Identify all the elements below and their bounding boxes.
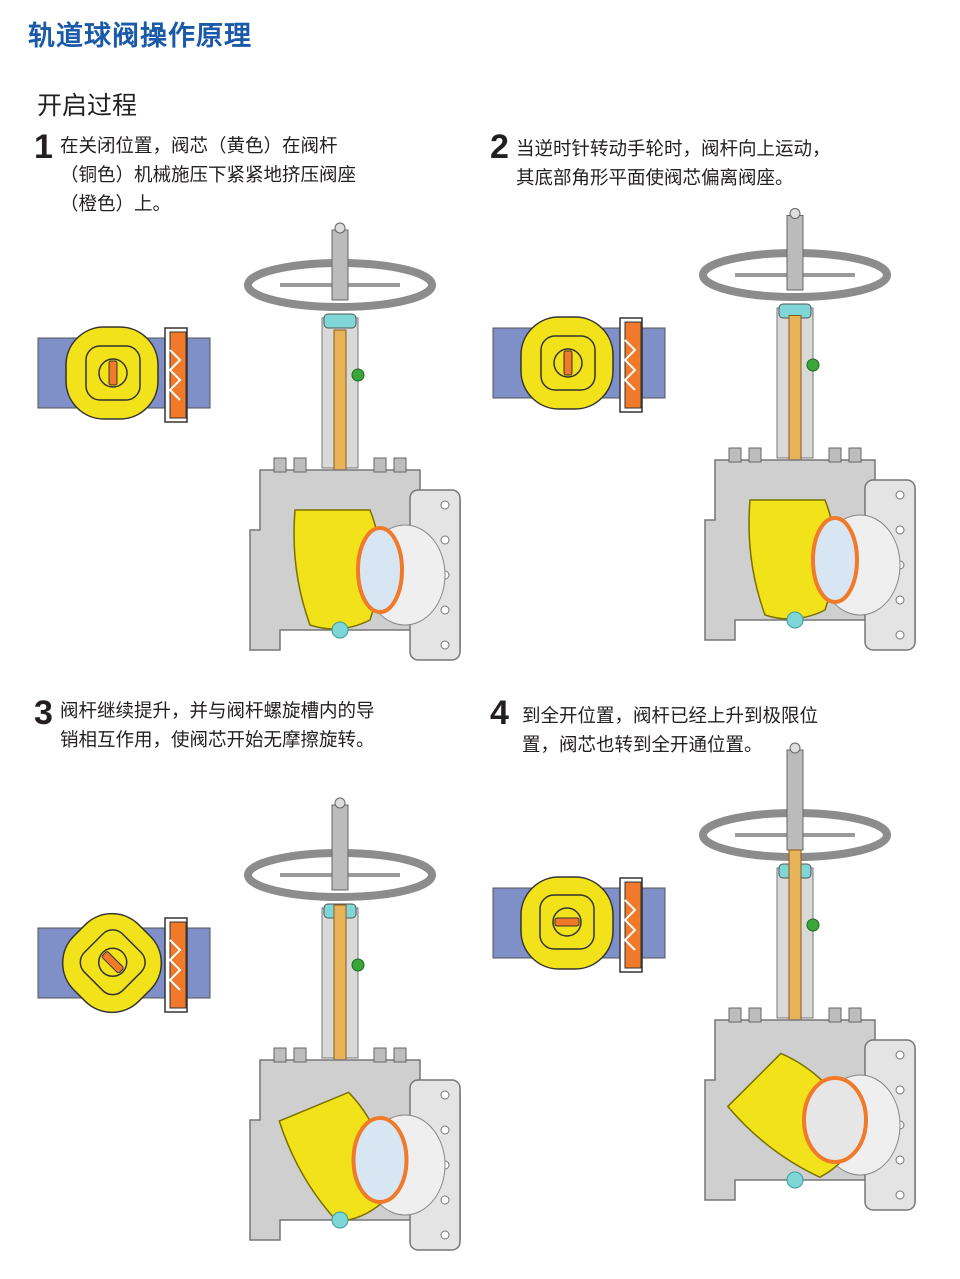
page-title: 轨道球阀操作原理 — [28, 21, 252, 52]
valve-illustration — [37, 797, 461, 1251]
bonnet-bolt — [848, 1007, 862, 1023]
flange-bolt-hole — [895, 1085, 905, 1095]
guide-pin — [806, 918, 820, 932]
step-description: 阀杆继续提升，并与阀杆螺旋槽内的导 销相互作用，使阀芯开始无摩擦旋转。 — [60, 701, 375, 751]
stem-cap — [334, 797, 346, 809]
seat-ring — [624, 321, 642, 409]
bonnet-bolt — [828, 447, 842, 463]
step-description: 到全开位置，阀杆已经上升到极限位 置，阀芯也转到全开通位置。 — [522, 706, 819, 756]
ball-seat-diagram — [492, 316, 666, 413]
bonnet-bolt — [373, 457, 387, 473]
ball-group — [520, 316, 614, 410]
bonnet-bolt — [728, 447, 742, 463]
stem-indicator — [786, 215, 804, 291]
step-number: 3 — [34, 694, 53, 732]
ball-bore-outline — [540, 335, 596, 391]
flange-bolt-hole — [440, 605, 450, 615]
ball-group — [61, 912, 163, 1014]
bonnet-bolt — [728, 1007, 742, 1023]
flange-bolt-hole — [895, 1155, 905, 1165]
seat-spring — [623, 899, 637, 951]
seat-ring — [169, 921, 187, 1009]
ball-group — [520, 876, 614, 970]
bonnet-bolt — [273, 457, 287, 473]
bonnet-bolt — [828, 1007, 842, 1023]
stem-cap — [789, 742, 801, 754]
step-description: 在关闭位置，阀芯（黄色）在阀杆 （铜色）机械施压下紧紧地挤压阀座 （橙色）上。 — [60, 136, 357, 215]
body-seat — [356, 526, 404, 614]
bonnet-bolt — [373, 1047, 387, 1063]
ball-group — [65, 326, 159, 420]
bonnet-bolt — [393, 457, 407, 473]
flange-bolt-hole — [440, 1195, 450, 1205]
ball-seat-diagram — [37, 326, 211, 423]
ball-slot — [563, 350, 573, 376]
bonnet-bolt — [748, 447, 762, 463]
valve-stem — [333, 904, 347, 1086]
ball-slot — [554, 917, 580, 927]
seat-ring — [169, 331, 187, 419]
guide-pin — [351, 958, 365, 972]
seat-spring — [168, 349, 182, 401]
ball-bore-outline — [539, 894, 595, 950]
section-subtitle: 开启过程 — [37, 91, 138, 120]
step-description: 当逆时针转动手轮时，阀杆向上运动， 其底部角形平面使阀芯偏离阀座。 — [516, 139, 831, 189]
bonnet-bolt — [293, 457, 307, 473]
valve-body-drawing — [699, 208, 916, 651]
bonnet-bolt — [273, 1047, 287, 1063]
flange-bolt-hole — [440, 640, 450, 650]
flange-bolt-hole — [895, 630, 905, 640]
bonnet-bolt — [748, 1007, 762, 1023]
valve-illustration — [492, 208, 916, 651]
flange-bolt-hole — [440, 535, 450, 545]
guide-pin — [351, 368, 365, 382]
flange-bolt-hole — [440, 500, 450, 510]
stem-cap — [789, 208, 801, 219]
stem-cap — [334, 222, 346, 234]
flange-bolt-hole — [895, 1190, 905, 1200]
ball-slot — [101, 951, 124, 974]
valve-body-drawing — [244, 222, 461, 661]
step-number: 2 — [490, 128, 509, 166]
flange-bolt-hole — [895, 490, 905, 500]
seat-ring — [624, 881, 642, 969]
stem-indicator — [331, 229, 349, 301]
valve-body-drawing — [699, 742, 916, 1211]
stem-indicator — [331, 804, 349, 891]
flange-bolt-hole — [895, 595, 905, 605]
valve-body-drawing — [244, 797, 461, 1251]
ball-seat-diagram — [492, 876, 666, 973]
step-number: 1 — [34, 128, 53, 166]
valve-stem — [788, 849, 802, 1031]
lower-trunnion — [331, 1211, 349, 1229]
valve-illustration — [37, 222, 461, 661]
packing-ring — [323, 313, 357, 329]
bonnet-bolt — [293, 1047, 307, 1063]
seat-spring — [168, 939, 182, 991]
flange-bolt-hole — [895, 1050, 905, 1060]
flange-bolt-hole — [440, 1090, 450, 1100]
body-seat — [351, 1116, 409, 1204]
bonnet-bolt — [393, 1047, 407, 1063]
ball-slot — [108, 360, 118, 386]
lower-trunnion — [786, 1171, 804, 1189]
ball-bore-outline — [85, 345, 141, 401]
flange-bolt-hole — [895, 525, 905, 535]
lower-trunnion — [331, 621, 349, 639]
valve-illustration — [492, 742, 916, 1211]
lower-trunnion — [786, 611, 804, 629]
step-number: 4 — [490, 694, 509, 732]
seat-spring — [623, 339, 637, 391]
stem-indicator — [786, 749, 804, 851]
ball-seat-diagram — [37, 912, 211, 1014]
body-seat — [811, 516, 859, 604]
bonnet-bolt — [848, 447, 862, 463]
ball-bore-outline — [79, 929, 146, 996]
body-seat — [802, 1076, 868, 1164]
flange-bolt-hole — [440, 1230, 450, 1240]
flange-bolt-hole — [440, 1125, 450, 1135]
guide-pin — [806, 358, 820, 372]
